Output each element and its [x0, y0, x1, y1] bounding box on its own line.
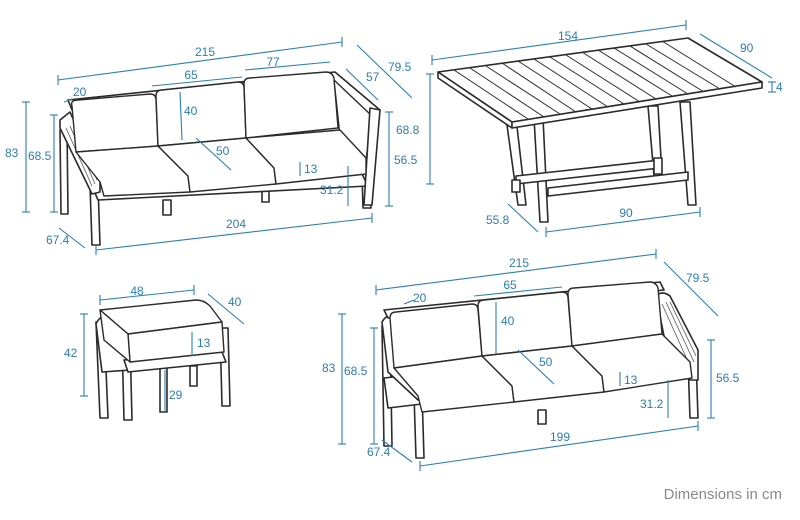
sofa2-back-height-label: 68.5 — [344, 364, 368, 378]
sofa1-inner-width-label: 204 — [226, 217, 246, 231]
sofa1-leg-depth-label: 67.4 — [46, 233, 70, 247]
table-dimensions: 154 90 4 68.8 55.8 90 — [396, 20, 783, 237]
sofa2-leg-depth-label: 67.4 — [367, 445, 391, 459]
table-width-label: 90 — [740, 41, 754, 55]
ottoman-depth-label: 40 — [228, 295, 242, 309]
dining-table: 154 90 4 68.8 55.8 90 — [396, 20, 783, 237]
sofa2-seat-height-label: 31.2 — [640, 397, 664, 411]
sofa2-back-cushion-width-label: 65 — [503, 278, 517, 292]
sofa2-depth-label: 79.5 — [686, 271, 710, 285]
ottoman-cushion-height-label: 13 — [197, 336, 211, 350]
sofa1-seat-depth-label: 50 — [216, 144, 230, 158]
ottoman-height-label: 42 — [64, 346, 78, 360]
table-slats — [453, 40, 737, 120]
sofa2-rope-panel — [661, 301, 697, 367]
sofa2-inner-width-label: 199 — [550, 430, 570, 444]
sofa1-corner-depth-label: 57 — [366, 70, 380, 84]
sofa1-back-cushion-b-label: 77 — [266, 55, 280, 69]
sofa1-depth-label: 79.5 — [388, 60, 412, 74]
sofa1-arm-width-label: 20 — [73, 85, 87, 99]
sofa2-arm-height-label: 56.5 — [716, 371, 740, 385]
dimensions-caption: Dimensions in cm — [664, 486, 782, 503]
table-height-label: 68.8 — [396, 123, 420, 137]
sofa2-seat-cushion-3 — [571, 333, 693, 393]
ottoman-dimensions: 48 40 42 13 29 — [64, 284, 245, 412]
sofa2-dimensions: 215 79.5 20 65 40 50 13 83 68.5 56.5 31 — [322, 249, 740, 471]
table-leg-front-left-b — [533, 117, 549, 223]
sofa2-arm-width-label: 20 — [413, 291, 427, 305]
sofa1-arm-height-label: 56.5 — [394, 153, 418, 167]
sofa1-total-height-label: 83 — [5, 146, 19, 160]
sofa2-seat-cushion-height-label: 13 — [624, 373, 638, 387]
sofa1-back-cushion-2 — [155, 81, 247, 147]
sofa1-seat-height-label: 31.2 — [320, 183, 344, 197]
sofa2-back-cushion-3 — [567, 281, 663, 347]
table-leg-width-label: 90 — [619, 206, 633, 220]
table-leg-depth-label: 55.8 — [486, 213, 510, 227]
sofa1-total-width-label: 215 — [195, 45, 215, 59]
sofa1-back-height-cushion-label: 40 — [184, 104, 198, 118]
ottoman-cushion-side — [99, 309, 131, 363]
sofa1-seat-cushion-3 — [245, 129, 367, 185]
sofa2-total-height-label: 83 — [322, 361, 336, 375]
sofa2-back-cushion-2 — [477, 291, 573, 357]
sofa-with-arm: 215 79.5 20 65 40 50 13 83 68.5 56.5 31 — [322, 249, 740, 471]
sofa1-dimensions: 215 79.5 57 20 65 77 40 50 13 83 68.5 — [5, 37, 418, 255]
table-length-label: 154 — [558, 29, 578, 43]
table-top-side-edge — [511, 81, 763, 129]
sofa2-total-width-label: 215 — [509, 256, 529, 270]
sofa1-back-cushion-1 — [70, 93, 159, 153]
ottoman-frame-height-label: 29 — [169, 388, 183, 402]
sofa2-seat-depth-label: 50 — [539, 355, 553, 369]
sofa1-back-cushion-a-label: 65 — [184, 68, 198, 82]
ottoman: 48 40 42 13 29 — [64, 284, 245, 421]
sofa2-back-cushion-height-label: 40 — [501, 314, 515, 328]
table-stretcher-lower — [547, 171, 689, 197]
table-thickness-label: 4 — [776, 80, 783, 94]
three-seat-sofa: 215 79.5 57 20 65 77 40 50 13 83 68.5 — [5, 37, 418, 255]
sofa1-back-height-label: 68.5 — [28, 149, 52, 163]
sofa1-seat-cushion-height-label: 13 — [304, 162, 318, 176]
sofa1-back-cushion-3 — [243, 71, 339, 139]
table-leg-back-right-b — [679, 101, 697, 206]
ottoman-width-label: 48 — [130, 284, 144, 298]
